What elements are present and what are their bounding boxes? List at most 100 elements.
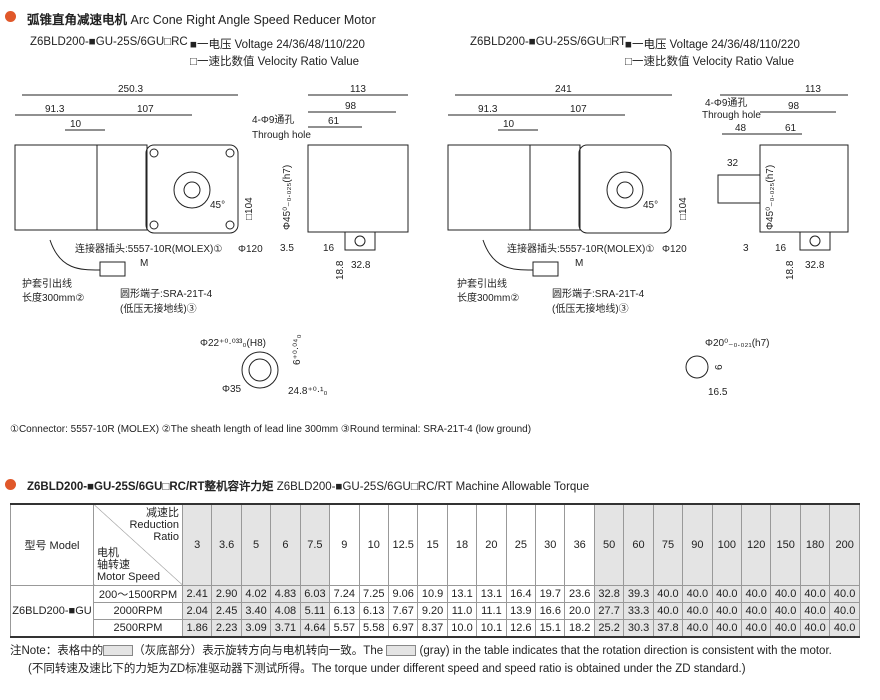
dim-total: 241 — [555, 84, 572, 95]
torque-value: 11.1 — [476, 602, 507, 620]
torque-value: 2.45 — [211, 602, 242, 620]
torque-value: 40.0 — [741, 602, 772, 620]
dim-total: 250.3 — [118, 84, 143, 95]
torque-value: 5.57 — [329, 619, 360, 638]
dim-91-3: 91.3 — [45, 104, 65, 115]
torque-value: 7.25 — [358, 585, 389, 603]
dim-113: 113 — [350, 84, 366, 95]
angle-label: 45° — [643, 200, 658, 211]
bore-label: Φ22⁺⁰·⁰³³₀(H8) — [200, 338, 266, 349]
ratio-header: 7.5 — [299, 503, 331, 586]
left-model-code: Z6BLD200-■GU-25S/6GU□RC — [30, 36, 188, 48]
ratio-header: 25 — [505, 503, 537, 586]
torque-value: 3.09 — [240, 619, 272, 638]
outer-label: Φ35 — [222, 384, 242, 395]
hole-label-cn: 4-Φ9通孔 — [252, 114, 294, 126]
dim-3-5: 3.5 — [280, 243, 294, 254]
torque-value: 6.13 — [358, 602, 389, 620]
ratio-header: 90 — [682, 503, 713, 586]
torque-value: 3.71 — [270, 619, 301, 638]
ratio-header: 5 — [240, 503, 272, 586]
ratio-header: 6 — [270, 503, 301, 586]
torque-value: 23.6 — [564, 585, 595, 603]
phi45-label: Φ45⁰₋₀.₀₂₅(h7) — [282, 165, 293, 230]
key-label: 6⁺⁰·⁰⁴₀ — [292, 334, 303, 365]
shaft-detail-left: Φ22⁺⁰·⁰³³₀(H8) 6⁺⁰·⁰⁴₀ Φ35 24.8⁺⁰·¹₀ — [200, 334, 328, 397]
ratio-en2: Ratio — [153, 531, 179, 543]
ratio-header: 180 — [799, 503, 831, 586]
ratio-header: 200 — [829, 503, 860, 586]
torque-value: 40.0 — [770, 619, 801, 638]
ratio-header: 50 — [593, 503, 625, 586]
torque-value: 40.0 — [770, 585, 801, 603]
voltage-legend: ■一电压 Voltage 24/36/48/110/220 — [190, 39, 365, 51]
terminal-label-1: 圆形端子:SRA-21T-4 — [552, 287, 645, 300]
ratio-legend-right: □一速比数值 Velocity Ratio Value — [625, 56, 795, 68]
torque-value: 4.83 — [270, 585, 301, 603]
connector-label: 连接器插头:5557-10R(MOLEX)① — [75, 242, 222, 255]
torque-value: 40.0 — [711, 619, 743, 638]
torque-value: 40.0 — [652, 585, 684, 603]
speed-cell: 2000RPM — [93, 602, 183, 620]
torque-value: 40.0 — [829, 619, 860, 638]
dim-98: 98 — [788, 101, 800, 112]
hole-label-cn: 4-Φ9通孔 — [705, 97, 747, 109]
ratio-header: 15 — [417, 503, 448, 586]
torque-value: 13.9 — [505, 602, 537, 620]
torque-value: 40.0 — [711, 602, 743, 620]
angle-label: 45° — [210, 200, 225, 211]
ratio-header: 20 — [476, 503, 507, 586]
dim-16: 16 — [323, 243, 335, 254]
note-line-1: 注Note：表格中的（灰底部分）表示旋转方向与电机转向一致。The (gray)… — [10, 645, 832, 657]
ratio-header: 18 — [446, 503, 478, 586]
torque-value: 40.0 — [682, 619, 713, 638]
torque-value: 10.9 — [417, 585, 448, 603]
torque-value: 1.86 — [181, 619, 213, 638]
section-title: 弧锥直角减速电机 Arc Cone Right Angle Speed Redu… — [27, 13, 376, 27]
torque-value: 2.90 — [211, 585, 242, 603]
torque-value: 6.97 — [387, 619, 419, 638]
dim-98: 98 — [345, 101, 357, 112]
note-line-2: (不同转速及速比下的力矩为ZD标准驱动器下测试所得。The torque und… — [28, 663, 746, 675]
square-104-label: □104 — [244, 197, 255, 220]
torque-value: 4.02 — [240, 585, 272, 603]
torque-value: 7.67 — [387, 602, 419, 620]
dim-32-8: 32.8 — [351, 260, 371, 271]
hole-label-en: Through hole — [252, 130, 311, 141]
ratio-header: 3.6 — [211, 503, 242, 586]
torque-value: 4.64 — [299, 619, 331, 638]
shaft-label: Φ20⁰₋₀.₀₂₁(h7) — [705, 338, 770, 349]
torque-value: 40.0 — [741, 619, 772, 638]
torque-value: 27.7 — [593, 602, 625, 620]
torque-value: 40.0 — [682, 602, 713, 620]
dim-61: 61 — [785, 123, 797, 134]
dim-48: 48 — [735, 123, 747, 134]
footnote: ①Connector: 5557-10R (MOLEX) ②The sheath… — [10, 424, 532, 435]
torque-value: 6.03 — [299, 585, 331, 603]
phi120-label: Φ120 — [238, 244, 263, 255]
shaft-detail-right: Φ20⁰₋₀.₀₂₁(h7) 6 16.5 — [685, 338, 770, 398]
torque-value: 25.2 — [593, 619, 625, 638]
speed-en: Motor Speed — [97, 571, 160, 583]
torque-value: 40.0 — [799, 619, 831, 638]
ratio-legend: □一速比数值 Velocity Ratio Value — [190, 56, 360, 68]
torque-value: 20.0 — [564, 602, 595, 620]
torque-value: 9.20 — [417, 602, 448, 620]
torque-value: 10.1 — [476, 619, 507, 638]
torque-value: 11.0 — [446, 602, 478, 620]
m-label: M — [575, 258, 583, 269]
ratio-header: 30 — [535, 503, 566, 586]
torque-value: 40.0 — [799, 602, 831, 620]
torque-value: 40.0 — [770, 602, 801, 620]
gray-swatch — [386, 645, 417, 657]
speed-cn1: 电机 — [97, 547, 119, 559]
dim-10: 10 — [503, 119, 515, 130]
torque-value: 13.1 — [476, 585, 507, 603]
dim-61: 61 — [328, 116, 340, 127]
section-bullet-icon — [5, 479, 16, 490]
ratio-header: 9 — [329, 503, 360, 586]
dim-3: 3 — [743, 243, 749, 254]
